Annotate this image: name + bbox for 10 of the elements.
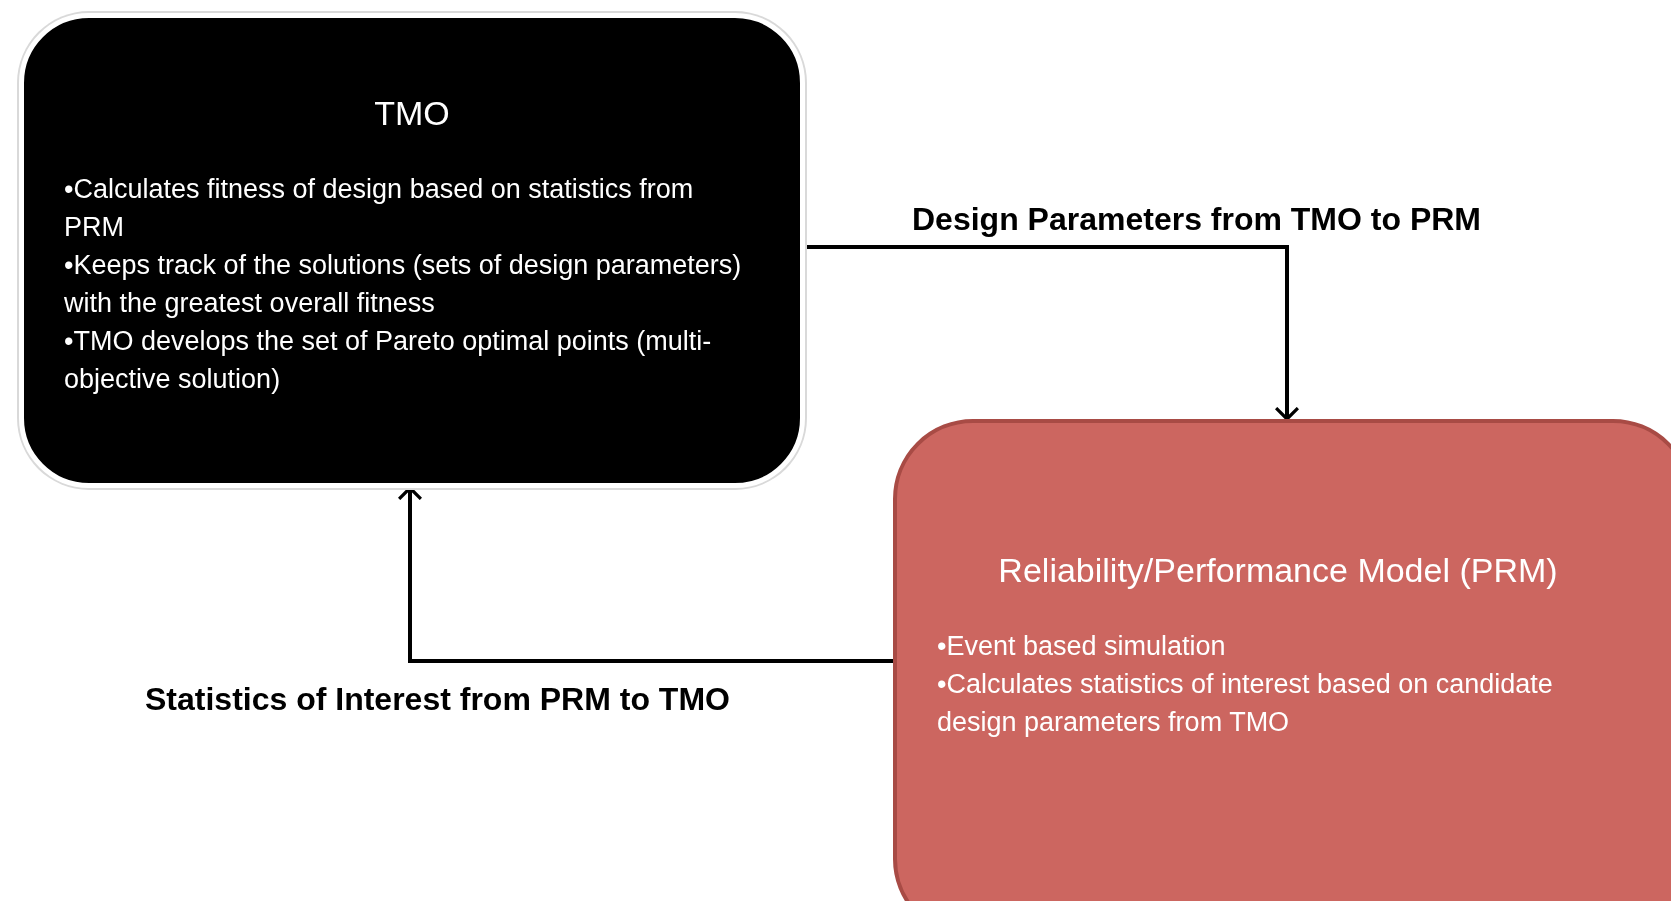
rounded-box [893, 419, 1671, 901]
bullet-text: •Keeps track of the solutions (sets of design parameters) with the greatest overall fitness [63, 249, 743, 320]
bullet-text: •TMO develops the set of Pareto optimal points (multi-objective solution) [63, 325, 713, 396]
box-title: TMO [373, 96, 451, 130]
box-title: Reliability/Performance Model (PRM) [997, 553, 1559, 587]
rounded-box [19, 13, 805, 488]
bullet-text: •Calculates statistics of interest based on candidate design parameters from TMO [936, 668, 1554, 739]
arrow [805, 245, 1300, 421]
bullet-text: •Calculates fitness of design based on statistics from PRM [63, 173, 695, 244]
bullet-text: •Event based simulation [936, 630, 1227, 663]
